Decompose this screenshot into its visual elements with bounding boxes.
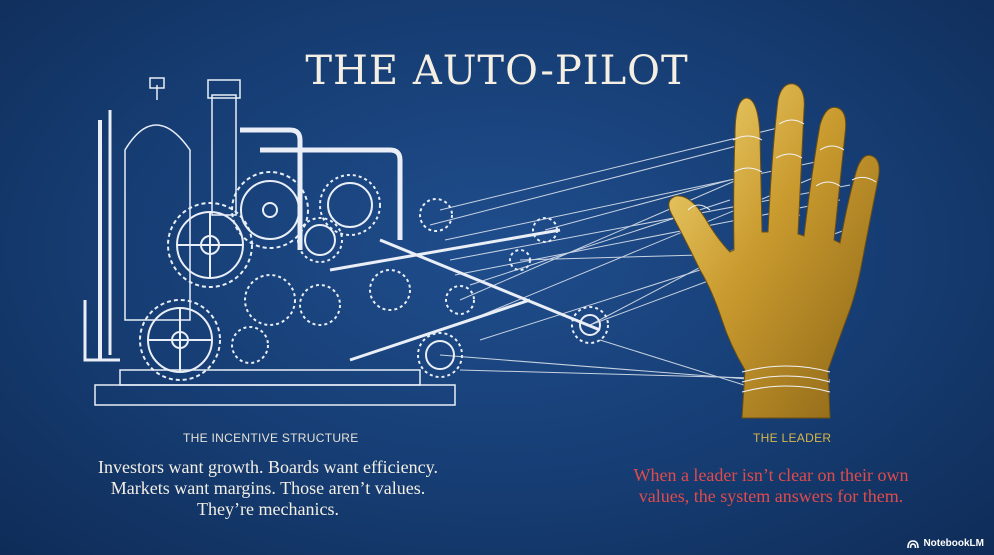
golden-hand-illustration	[668, 83, 880, 419]
leader-text-line: When a leader isn’t clear on their own	[633, 465, 909, 485]
notebooklm-logo-icon	[907, 539, 920, 548]
badge-label: NotebookLM	[923, 538, 984, 549]
incentive-structure-text: Investors want growth. Boards want effic…	[40, 457, 496, 520]
leader-text-line: values, the system answers for them.	[638, 486, 904, 506]
incentive-text-line: They’re mechanics.	[197, 499, 339, 519]
incentive-text-line: Investors want growth. Boards want effic…	[98, 457, 438, 477]
leader-text: When a leader isn’t clear on their own v…	[596, 465, 946, 507]
machine-illustration	[83, 77, 609, 406]
incentive-text-line: Markets want margins. Those aren’t value…	[110, 478, 426, 498]
incentive-structure-label: THE INCENTIVE STRUCTURE	[183, 431, 359, 445]
leader-label: THE LEADER	[753, 431, 832, 445]
notebooklm-badge: NotebookLM	[907, 538, 984, 549]
slide-title: THE AUTO-PILOT	[305, 48, 689, 94]
